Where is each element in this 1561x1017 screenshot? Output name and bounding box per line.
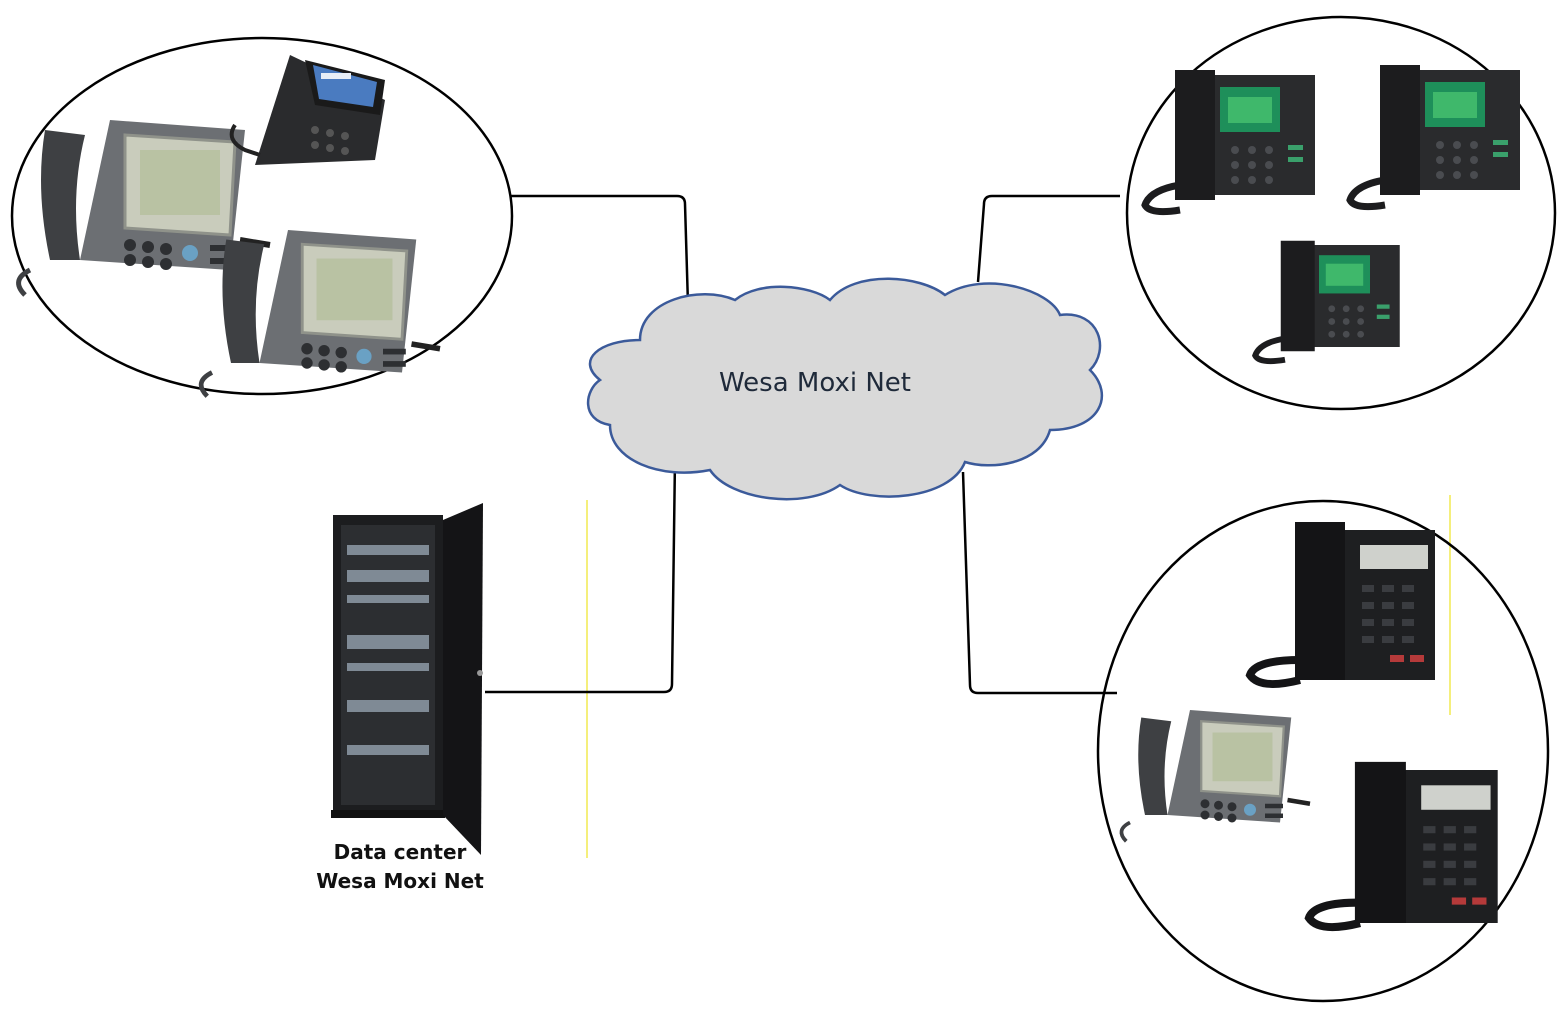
datacenter-label: Data center Wesa Moxi Net [290, 838, 510, 896]
ip-phone-gray-icon [201, 230, 440, 396]
phone-group-top-right-outline [1125, 15, 1557, 411]
network-cloud-icon [586, 277, 1104, 501]
datacenter-label-line1: Data center [333, 840, 467, 864]
ip-phone-gray-icon [1121, 710, 1310, 841]
ip-phone-color-screen-icon [229, 55, 385, 165]
datacenter-label-line2: Wesa Moxi Net [316, 869, 484, 893]
connector-top-left [510, 194, 690, 306]
connector-bottom-right [961, 471, 1117, 695]
ip-phone-basic-icon [1250, 522, 1435, 684]
ip-phone-color-screen-icon [1145, 70, 1315, 212]
phone-group-bottom-right-outline [1096, 499, 1550, 1003]
connector-top-right [976, 194, 1120, 283]
connector-datacenter [485, 457, 677, 694]
server-rack-icon [331, 503, 483, 855]
ip-phone-basic-icon [1309, 762, 1498, 927]
ip-phone-color-screen-icon [1350, 65, 1520, 207]
phone-group-top-left-outline [10, 36, 514, 396]
ip-phone-color-screen-icon [1255, 241, 1400, 361]
cloud-label: Wesa Moxi Net [719, 368, 911, 398]
